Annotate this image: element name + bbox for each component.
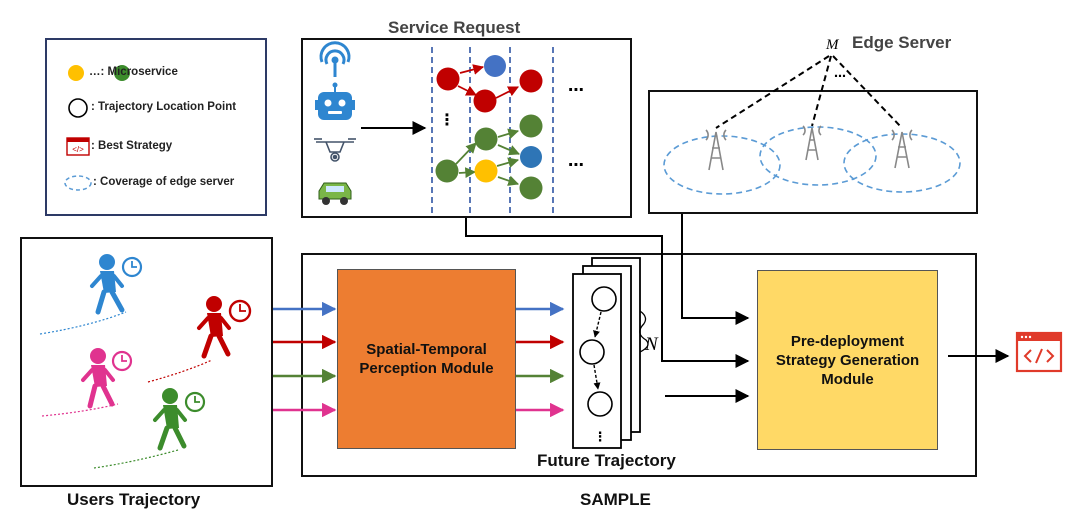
microservice-node	[473, 89, 497, 113]
legend-symbols: </>	[64, 65, 130, 191]
trajectory-point	[579, 339, 605, 365]
microservice-node	[435, 159, 459, 183]
edge-server-title: Edge Server	[852, 33, 952, 52]
coverage-ellipse	[759, 126, 877, 186]
service-dots-top: ⋯	[568, 80, 584, 99]
edge-links	[715, 55, 903, 129]
microservice-node	[519, 69, 543, 93]
edge-server-box	[648, 90, 978, 214]
best-strategy-icon: </>	[66, 137, 90, 156]
pre-deployment-module-label: Pre-deployment Strategy Generation Modul…	[775, 332, 920, 388]
cell-tower-icon	[891, 129, 913, 169]
user-red	[147, 296, 252, 383]
pre-deployment-module: Pre-deployment Strategy Generation Modul…	[757, 270, 938, 450]
signal-icon	[319, 41, 351, 77]
n-label: N	[644, 334, 659, 355]
clock-icon	[121, 256, 143, 278]
legend-trajectory-point	[68, 98, 88, 118]
best-strategy-output-icon	[1015, 331, 1063, 373]
microservice-node	[519, 176, 543, 200]
cell-tower-icon	[802, 125, 822, 161]
service-vdots: ⋮	[439, 110, 455, 129]
clock-icon	[184, 391, 206, 413]
legend-strategy-label: : Best Strategy	[91, 140, 173, 152]
spatial-temporal-module: Spatial-Temporal Perception Module	[337, 269, 516, 449]
user-green	[93, 388, 206, 469]
trajectory-point	[587, 391, 613, 417]
user-blue	[39, 254, 143, 335]
service-request-box	[301, 38, 632, 218]
legend-yellow-microservice	[68, 65, 84, 81]
edge-m-label: M	[825, 37, 840, 53]
service-to-pre-connector	[465, 218, 750, 368]
microservice-nodes	[435, 55, 543, 200]
drone-icon	[314, 138, 356, 162]
legend-trajectory-label: : Trajectory Location Point	[91, 101, 237, 113]
users-trajectory-title: Users Trajectory	[67, 490, 201, 509]
svg-text:</>: </>	[72, 145, 84, 154]
microservice-node	[436, 67, 460, 91]
sample-title: SAMPLE	[580, 490, 651, 509]
legend-box: </> …: Microservice : Trajectory Locatio…	[45, 38, 267, 216]
future-trajectory-stack	[572, 257, 649, 449]
service-request-title: Service Request	[388, 18, 521, 37]
spatial-temporal-module-label: Spatial-Temporal Perception Module	[359, 341, 494, 377]
microservice-edges	[455, 64, 520, 186]
microservice-node	[519, 114, 543, 138]
output-arrows-stp	[516, 301, 565, 418]
car-icon	[318, 182, 352, 205]
input-arrows-left	[273, 301, 337, 418]
trajectory-point	[591, 286, 617, 312]
microservice-node	[484, 55, 506, 77]
future-vdots: ⋮	[594, 430, 607, 445]
clock-icon	[111, 350, 133, 372]
cell-tower-icon	[705, 129, 727, 171]
legend-microservice-label: …: Microservice	[89, 66, 178, 78]
microservice-node	[520, 146, 542, 168]
coverage-ellipse	[843, 133, 961, 193]
future-trajectory-title: Future Trajectory	[537, 451, 676, 470]
legend-coverage-ellipse	[64, 175, 92, 191]
legend-coverage-label: : Coverage of edge server	[93, 176, 235, 188]
service-dots-bottom: ⋯	[568, 155, 584, 174]
edge-to-pre-connector	[681, 214, 750, 325]
legend-green-microservice	[114, 65, 130, 81]
robot-icon	[315, 82, 355, 120]
microservice-node	[474, 127, 498, 151]
user-pink	[41, 348, 133, 417]
clock-icon	[228, 299, 252, 323]
edge-dots: ⋯	[834, 69, 846, 83]
users-trajectory-box	[20, 237, 273, 487]
coverage-ellipse	[663, 135, 781, 195]
microservice-node	[474, 159, 498, 183]
